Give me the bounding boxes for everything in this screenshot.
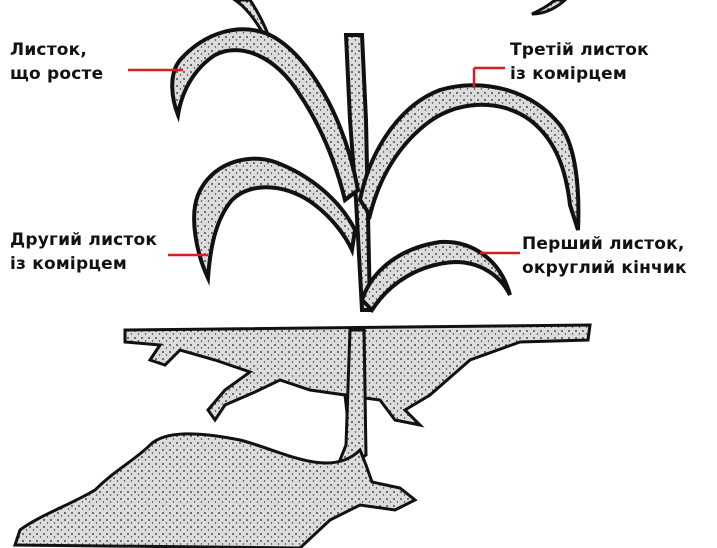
label-first-leaf-line2: округлий кінчик [522,256,687,280]
label-third-leaf-line2: із комірцем [510,62,649,86]
top-leaf-tip-right [532,0,565,14]
third-leaf [360,85,578,230]
label-growing-leaf: Листок, що росте [10,38,103,86]
label-second-leaf-line2: із комірцем [10,252,157,276]
label-third-leaf: Третій листок із комірцем [510,38,649,86]
label-second-leaf: Другий листок із комірцем [10,228,157,276]
label-first-leaf-line1: Перший листок, [522,232,687,256]
label-growing-leaf-line1: Листок, [10,38,103,62]
label-second-leaf-line1: Другий листок [10,228,157,252]
label-growing-leaf-line2: що росте [10,62,103,86]
label-first-leaf: Перший листок, округлий кінчик [522,232,687,280]
second-leaf [194,159,355,278]
label-third-leaf-line1: Третій листок [510,38,649,62]
